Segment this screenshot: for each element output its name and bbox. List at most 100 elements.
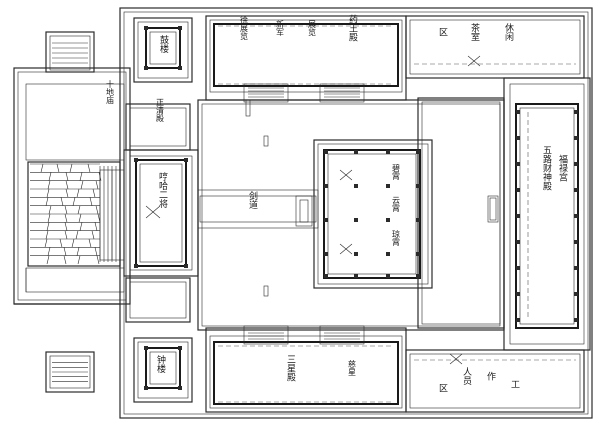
leisure-label-3: 区 — [437, 27, 448, 36]
paving-joint — [95, 180, 99, 190]
column — [574, 162, 578, 166]
staff-label-1: 工 — [509, 380, 520, 389]
paving-joint — [65, 188, 69, 198]
column — [574, 110, 578, 114]
paving-joint — [65, 180, 69, 190]
top-gallery: 药王殿 展览 新军 徐展览 — [205, 14, 407, 103]
xuzhan-label: 徐展览 — [240, 15, 249, 41]
paving-joint — [80, 180, 84, 190]
paving-joint — [47, 213, 51, 223]
paving-joint — [95, 205, 99, 215]
paving-joint — [45, 197, 49, 206]
paving-joint — [79, 172, 83, 181]
paving-joint — [63, 255, 67, 265]
paving-joint — [65, 172, 69, 181]
column — [386, 150, 390, 154]
drum-tower: 鼓楼 — [133, 17, 193, 83]
wulu-label: 五路财神殿 — [541, 146, 552, 192]
paving-joint — [94, 222, 98, 231]
column — [516, 136, 520, 140]
paving-joint — [64, 205, 68, 215]
paving-joint — [46, 222, 50, 231]
column — [324, 274, 328, 278]
column — [516, 240, 520, 244]
column — [516, 214, 520, 218]
staff-label-2: 作 — [485, 370, 496, 381]
column — [386, 184, 390, 188]
paving-joint — [77, 205, 81, 215]
column — [574, 266, 578, 270]
paving-joint — [71, 238, 75, 248]
column — [574, 240, 578, 244]
paving-joint — [47, 180, 51, 190]
paving-joint — [40, 163, 44, 173]
heng-ha-hall: 哼哈二将 — [123, 149, 199, 277]
paving-joint — [88, 238, 92, 248]
staff-area: 工 作 人员 区 — [405, 349, 585, 413]
column — [516, 292, 520, 296]
main-hall: 碧霄 云霄 琼霄 — [313, 139, 433, 289]
leisure-label-1: 休闲 — [503, 22, 514, 42]
column — [574, 214, 578, 218]
staff-label-3: 人员 — [461, 367, 472, 386]
column — [516, 318, 520, 322]
paving-joint — [59, 238, 63, 248]
sanxing-label: 三星殿 — [285, 355, 296, 383]
cixing-label: 慈星 — [348, 359, 357, 376]
qiongxiao-label: 琼霄 — [392, 229, 401, 246]
column — [354, 252, 358, 256]
paving-joint — [46, 188, 50, 198]
column — [324, 218, 328, 222]
paving-joint — [87, 163, 91, 173]
column — [516, 188, 520, 192]
paving-joint — [76, 247, 80, 256]
left-bottom-stair — [45, 351, 95, 393]
left-small-room-top: 正清殿 — [125, 98, 191, 151]
right-inner-panel — [417, 97, 505, 329]
column — [354, 218, 358, 222]
column — [324, 252, 328, 256]
column — [386, 252, 390, 256]
paving-joint — [64, 213, 68, 223]
paving-joint — [45, 230, 49, 240]
column — [574, 292, 578, 296]
left-room-label-a: 正清殿 — [156, 98, 165, 123]
heng-ha-label: 哼哈二将 — [157, 171, 168, 208]
paving-joint — [97, 213, 101, 223]
column — [324, 184, 328, 188]
paving-joint — [78, 213, 82, 223]
inner-courtyard — [197, 99, 505, 331]
left-yard — [25, 83, 125, 293]
paving-joint — [77, 255, 81, 265]
paving-joint — [79, 222, 83, 231]
paving-joint — [75, 230, 79, 240]
yunxiao-label: 云霄 — [392, 196, 401, 212]
paving-joint — [96, 255, 100, 265]
left-tall-side — [99, 169, 125, 261]
bell-tower: 钟楼 — [133, 337, 193, 403]
outer-boundary — [13, 7, 593, 419]
wealth-god-hall: 福禄宫 五路财神殿 — [503, 77, 591, 351]
leisure-label-2: 茶室 — [469, 22, 480, 41]
fulu-label: 福禄宫 — [557, 153, 568, 182]
paving-joint — [69, 163, 73, 173]
paving-joint — [94, 247, 98, 256]
paved-gate — [27, 161, 121, 267]
column — [574, 188, 578, 192]
paving-joint — [64, 222, 68, 231]
sword-path-label: 剑道 — [247, 190, 258, 210]
leisure-tea-room: 休闲 茶室 区 — [405, 15, 585, 79]
column — [516, 162, 520, 166]
tudi-label: 十地庙 — [106, 79, 115, 105]
column — [386, 274, 390, 278]
column — [574, 136, 578, 140]
paving-joint — [63, 247, 67, 256]
paving-joint — [56, 163, 60, 173]
paving-joint — [46, 255, 50, 265]
column — [354, 274, 358, 278]
drum-tower-label: 鼓楼 — [158, 34, 169, 54]
paving-joint — [60, 197, 64, 206]
bottom-gallery: 三星殿 慈星 — [205, 325, 407, 413]
xinjun-label: 新军 — [276, 19, 285, 37]
